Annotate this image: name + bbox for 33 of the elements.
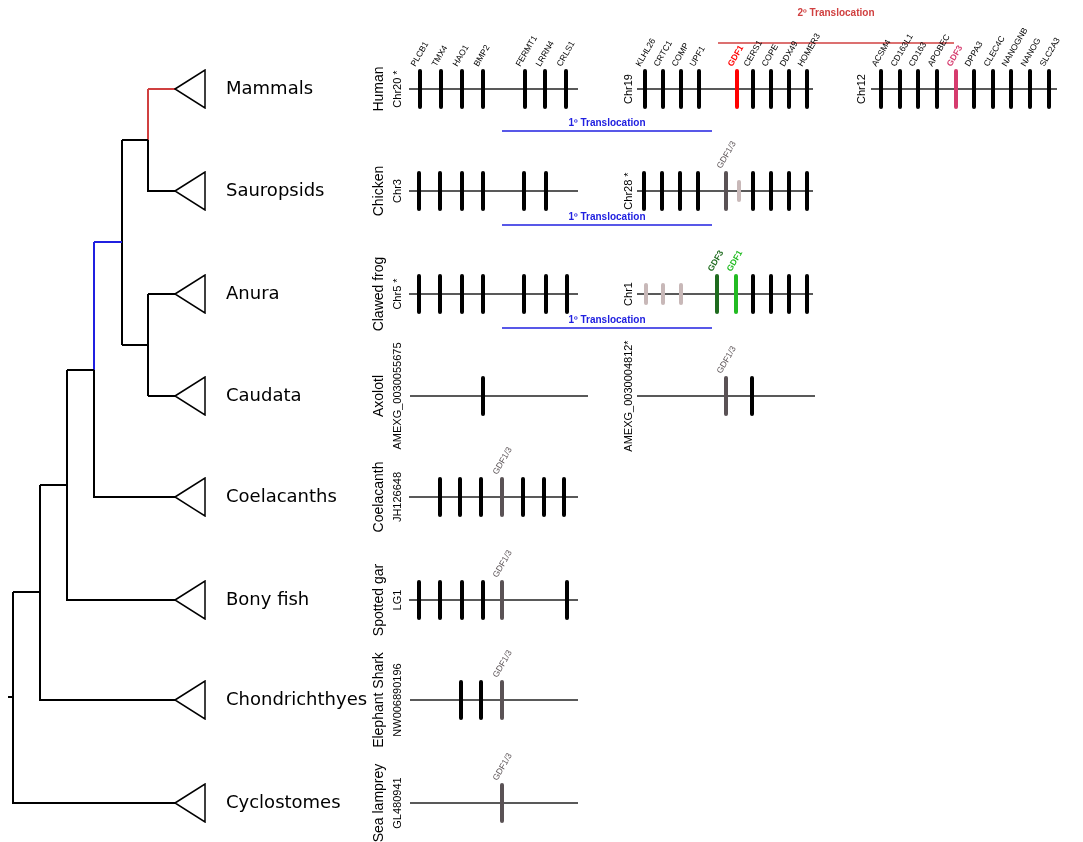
chromosome-label: GL480941 — [391, 777, 403, 829]
species-label: Clawed frog — [370, 256, 386, 332]
chromosome-label: Chr1 — [622, 282, 634, 306]
chromosome-label: Chr12 — [855, 74, 867, 104]
clade-label: Sauropsids — [226, 179, 325, 201]
translocation-label: 1º Translocation — [568, 211, 646, 223]
translocation-label: 1º Translocation — [568, 314, 646, 326]
species-label: Coelacanth — [370, 461, 386, 533]
clade-label: Anura — [226, 282, 280, 304]
species-label: Chicken — [370, 165, 386, 217]
clade-label: Bony fish — [226, 588, 310, 610]
chromosome-label: NW006890196 — [391, 663, 403, 737]
translocation-label: 2º Translocation — [797, 7, 875, 19]
species-label: Elephant Shark — [370, 652, 386, 748]
chromosome-label: AMEXG_0030055675 — [391, 342, 403, 450]
chromosome-label: Chr20 * — [391, 70, 403, 108]
species-label: Sea lamprey — [370, 763, 386, 842]
species-label: Axolotl — [370, 375, 386, 417]
species-label: Human — [370, 66, 386, 112]
chromosome-label: Chr3 — [391, 179, 403, 203]
clade-label: Caudata — [226, 384, 302, 406]
chromosome-label: JH126648 — [391, 471, 403, 523]
chromosome-label: Chr28 * — [622, 172, 634, 210]
chromosome-label: Chr19 — [622, 74, 634, 104]
chromosome-label: LG1 — [391, 589, 403, 611]
chromosome-label: AMEXG_0030004812* — [622, 340, 634, 452]
species-label: Spotted gar — [370, 563, 386, 637]
clade-label: Mammals — [226, 77, 314, 99]
chromosome-label: Chr5 * — [391, 278, 403, 310]
clade-label: Coelacanths — [226, 485, 337, 507]
clade-label: Chondrichthyes — [226, 688, 368, 710]
clade-label: Cyclostomes — [226, 791, 341, 813]
translocation-label: 1º Translocation — [568, 117, 646, 129]
